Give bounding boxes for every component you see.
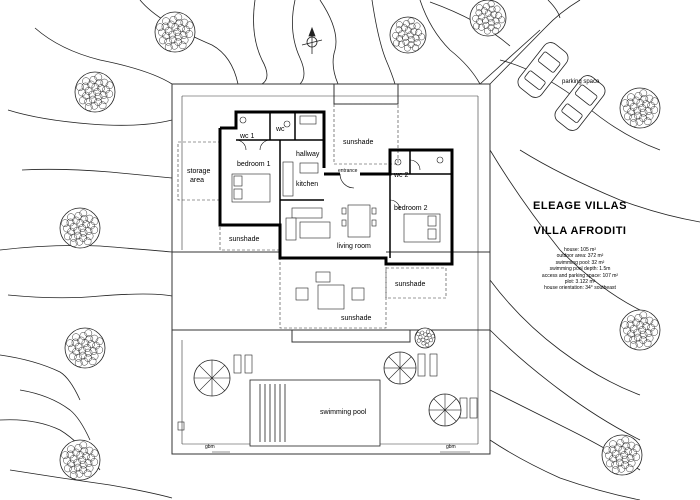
- spec-outdoor-area: outdoor area: 372 m²: [556, 253, 604, 260]
- door-swings: [235, 139, 421, 211]
- bed-icon: [403, 213, 441, 243]
- site-label-gbm-left: gbm: [205, 444, 215, 450]
- tree-icon: [74, 71, 116, 113]
- plot-boundary: [171, 83, 491, 455]
- spec-plot: plot: 3.122 m²: [564, 279, 596, 286]
- dashed-outlines: [177, 103, 447, 329]
- room-label-storage: storage: [187, 168, 210, 175]
- swimming-pool: [249, 379, 381, 447]
- room-label-sunshade-top: sunshade: [343, 139, 373, 146]
- interior-walls: [236, 112, 452, 258]
- room-label-hallway: hallway: [296, 151, 320, 158]
- room-label-area: area: [190, 177, 204, 184]
- steps-icon: [177, 421, 470, 453]
- spec-house: house: 105 m²: [564, 247, 596, 253]
- room-label-sunshade-right: sunshade: [395, 281, 425, 288]
- room-label-swimming-pool: swimming pool: [320, 409, 367, 416]
- room-label-sunshade-bottom: sunshade: [341, 315, 371, 322]
- villa-title: VILLA AFRODITI: [533, 225, 627, 237]
- tree-icon: [59, 207, 101, 249]
- tree-icon: [154, 11, 196, 53]
- dining-table-icon: [341, 204, 377, 238]
- villa-specs: house: 105 m² outdoor area: 372 m² swimm…: [500, 247, 660, 292]
- room-label-entrance: entrance: [338, 168, 358, 174]
- umbrella-icon: [193, 359, 231, 397]
- room-label-bedroom1: bedroom 1: [237, 161, 271, 168]
- sofa-icon: [285, 207, 331, 241]
- room-label-wc2: wc 2: [393, 172, 409, 179]
- access-road: [479, 0, 581, 85]
- room-label-kitchen: kitchen: [296, 181, 318, 188]
- project-title: ELEAGE VILLAS: [533, 200, 627, 212]
- parked-car: [517, 42, 569, 98]
- umbrella-icon: [428, 393, 462, 427]
- tree-icon: [469, 0, 507, 37]
- umbrella-icon: [383, 351, 417, 385]
- tree-icon: [619, 309, 661, 351]
- bed-icon: [231, 173, 271, 203]
- north-arrow-icon: [301, 26, 323, 54]
- site-label-parking: parking space: [562, 79, 600, 85]
- room-label-bedroom2: bedroom 2: [394, 205, 428, 212]
- umbrellas: [193, 351, 462, 427]
- room-label-wc1: wc 1: [239, 133, 255, 140]
- tree-icon: [619, 87, 661, 129]
- sun-loungers: [233, 353, 478, 419]
- kitchen-counter: [282, 161, 319, 197]
- terrace-furniture: [295, 271, 365, 310]
- site-label-gbm-right: gbm: [446, 444, 456, 450]
- house-walls: [218, 110, 454, 266]
- room-label-living-room: living room: [337, 243, 371, 250]
- villa-info-panel: ELEAGE VILLAS VILLA AFRODITI house: 105 …: [500, 200, 660, 292]
- tree-icon: [414, 327, 436, 349]
- spec-swimming-pool: swimming pool: 32 m²: [555, 259, 605, 266]
- trees: [59, 0, 661, 481]
- tree-icon: [389, 16, 427, 54]
- spec-pool-depth: swimming pool depth: 1.5m: [549, 266, 611, 273]
- parked-car: [554, 75, 606, 131]
- room-label-wc: wc: [275, 126, 285, 133]
- room-label-sunshade-left: sunshade: [229, 236, 259, 243]
- tree-icon: [601, 434, 643, 476]
- tree-icon: [59, 439, 101, 481]
- spec-parking: access and parking space: 107 m²: [541, 272, 619, 279]
- room-labels: wc 1 wc hallway sunshade storage area be…: [187, 79, 600, 450]
- spec-orientation: house orientation: 34° southeast: [544, 285, 616, 292]
- bathroom-fixtures: [239, 115, 444, 166]
- tree-icon: [64, 327, 106, 369]
